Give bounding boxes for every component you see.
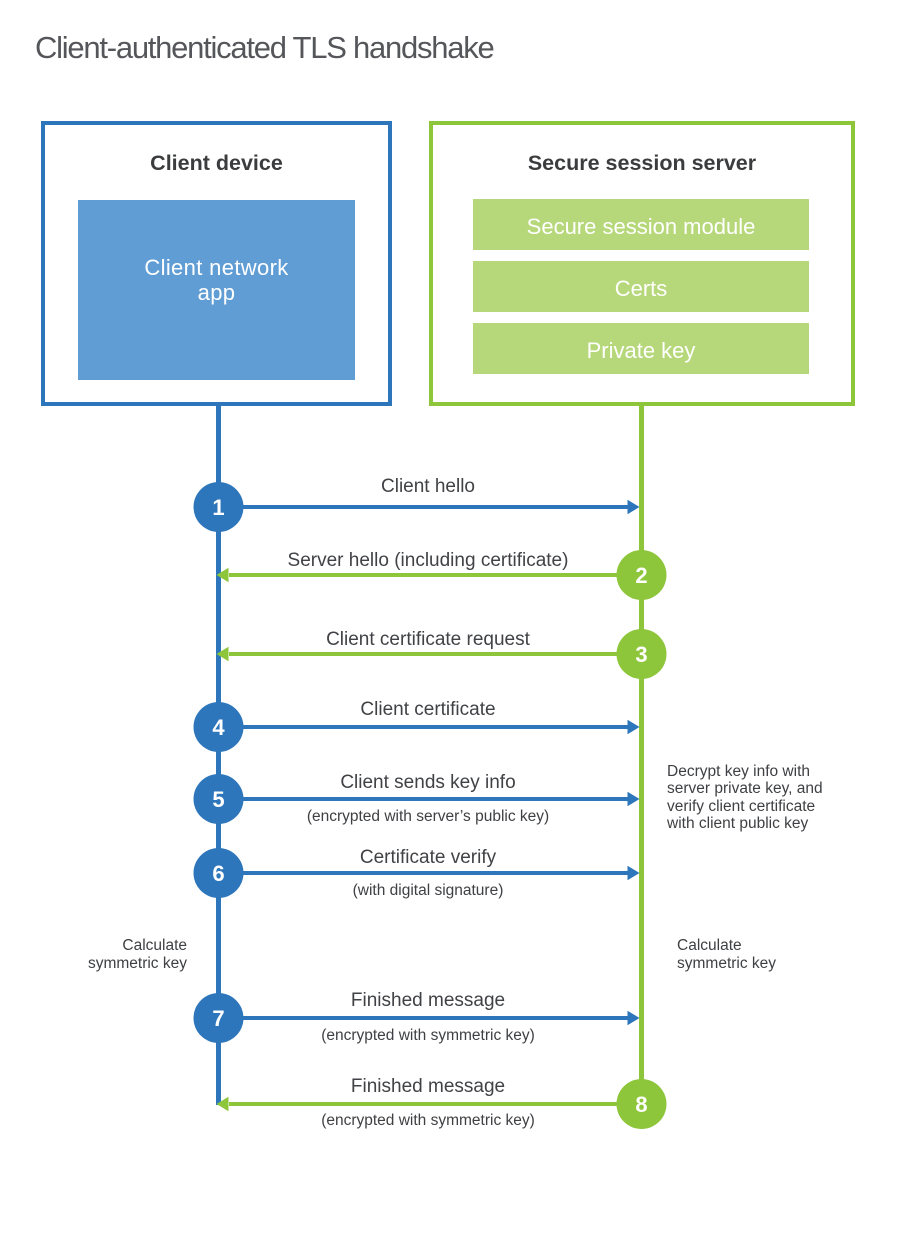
svg-text:5: 5 xyxy=(212,787,224,812)
svg-text:2: 2 xyxy=(635,563,647,588)
svg-text:6: 6 xyxy=(212,861,224,886)
svg-text:1: 1 xyxy=(212,495,224,520)
svg-text:7: 7 xyxy=(212,1006,224,1031)
svg-text:8: 8 xyxy=(635,1092,647,1117)
svg-text:3: 3 xyxy=(635,642,647,667)
svg-text:4: 4 xyxy=(212,715,225,740)
